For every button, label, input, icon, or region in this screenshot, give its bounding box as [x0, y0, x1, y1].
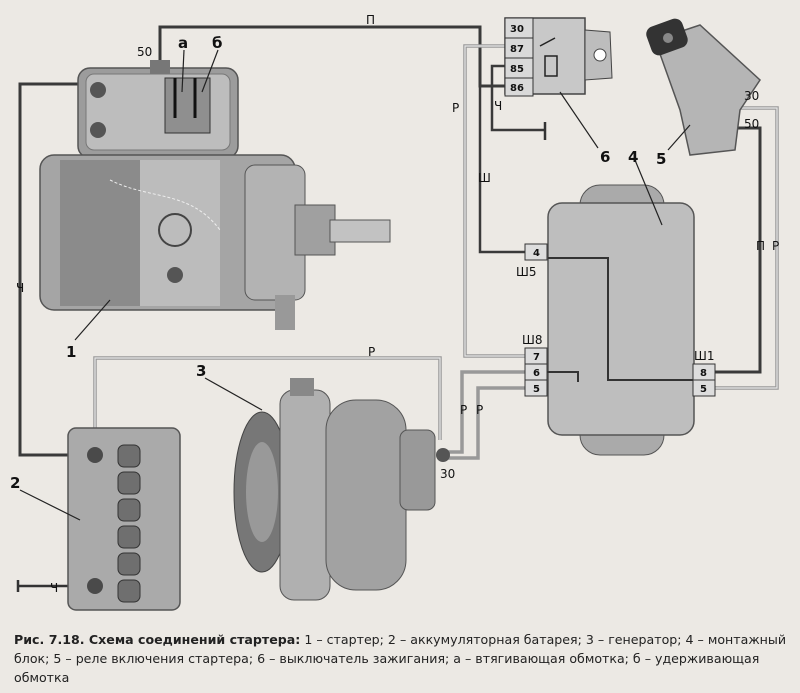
- connector-sh5-label: Ш5: [516, 265, 536, 279]
- wire-label-r-bl1: Р: [460, 403, 467, 417]
- terminal-30-generator: 30: [440, 467, 455, 481]
- relay-pin-86: 86: [510, 83, 524, 94]
- wire-label-p-top: П: [366, 13, 375, 27]
- wire-sh: [478, 84, 525, 254]
- wire-label-ch-batt: Ч: [50, 581, 58, 595]
- callout-4: 4: [628, 148, 638, 166]
- terminal-50-starter: 50: [137, 45, 152, 59]
- callout-2: 2: [10, 474, 20, 492]
- callout-6: 6: [600, 148, 610, 166]
- caption-title: Рис. 7.18. Схема соединений стартера:: [14, 632, 301, 647]
- wire-label-ch-relay: Ч: [494, 99, 502, 113]
- wire-label-r-mid: Р: [368, 345, 375, 359]
- wire-label-r-right: Р: [772, 239, 779, 253]
- wire-label-r-bl2: Р: [476, 403, 483, 417]
- connector-sh1-label: Ш1: [694, 349, 714, 363]
- connector-sh1-pin-8: 8: [700, 368, 707, 379]
- terminal-50-switch: 50: [744, 117, 759, 131]
- terminal-30-switch: 30: [744, 89, 759, 103]
- ignition-switch: [646, 18, 761, 156]
- relay-pin-87: 87: [510, 44, 524, 55]
- wire-label-r-left: Р: [452, 101, 459, 115]
- wire-r-gen-block-2: [447, 386, 525, 460]
- winding-a-label: а: [178, 34, 188, 52]
- figure-caption: Рис. 7.18. Схема соединений стартера: 1 …: [14, 630, 790, 687]
- wire-label-ch-left: Ч: [16, 281, 24, 295]
- wiring-diagram: П Р Ч Ш Ч Р Р Р П Р Ч 50 30 30 50 а б 30…: [10, 13, 779, 611]
- connector-sh8-label: Ш8: [522, 333, 542, 347]
- connector-sh8-pin-6: 6: [533, 368, 540, 379]
- starter-relay: [504, 17, 613, 97]
- battery: [67, 427, 181, 611]
- starter: [39, 60, 391, 330]
- relay-pin-30: 30: [510, 24, 524, 35]
- caption-body: 1 – стартер; 2 – аккумуляторная батарея;…: [14, 632, 787, 685]
- winding-b-label: б: [212, 34, 222, 52]
- callout-5: 5: [656, 150, 666, 168]
- wire-label-sh: Ш: [478, 171, 491, 185]
- wire-ch-left: [18, 82, 95, 457]
- wire-r-gen-block-1: [443, 370, 525, 454]
- relay-pin-85: 85: [510, 64, 524, 75]
- connector-sh5-pin: 4: [533, 248, 540, 259]
- connector-sh5-pin-4: [524, 243, 548, 261]
- wire-ch-relay: [490, 64, 545, 132]
- callout-1: 1: [66, 343, 76, 361]
- wire-label-p-right: П: [756, 239, 765, 253]
- callout-3: 3: [196, 362, 206, 380]
- connector-sh1-pin-5: 5: [700, 384, 707, 395]
- wire-p-right: [712, 126, 762, 374]
- connector-sh8-pin-7: 7: [533, 352, 540, 363]
- fuse-block: [524, 184, 716, 456]
- connector-sh8-pin-5: 5: [533, 384, 540, 395]
- generator: [233, 378, 450, 601]
